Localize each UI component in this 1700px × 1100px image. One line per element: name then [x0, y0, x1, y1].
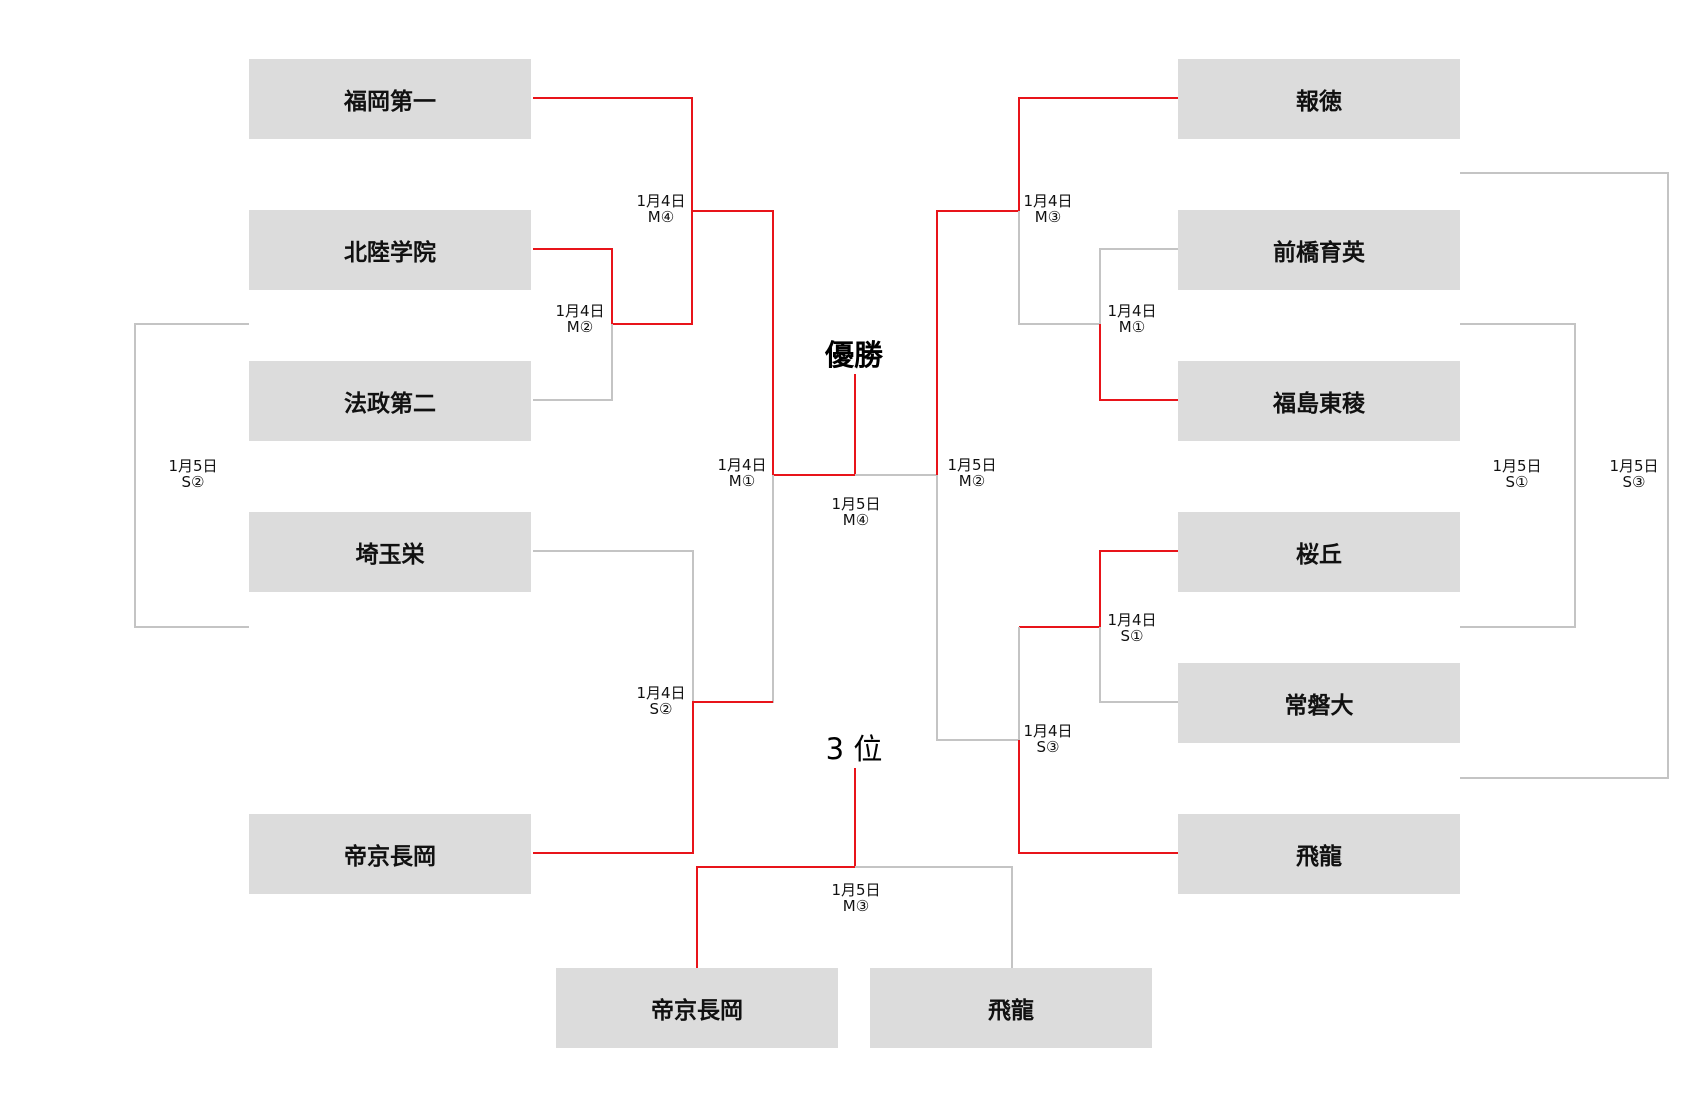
match-code: S③: [1622, 473, 1646, 491]
team-name: 前橋育英: [1273, 240, 1365, 266]
match-date: 1月4日: [1107, 302, 1157, 320]
bracket-line-winner: [533, 97, 856, 476]
match-code: M③: [1034, 208, 1062, 226]
bracket-line-loser: [936, 475, 1020, 741]
match-date: 1月5日: [168, 457, 218, 475]
team-houtoku: 報徳: [1178, 59, 1460, 139]
third-place-team-left: 帝京長岡: [556, 968, 838, 1048]
match-date: 1月5日: [1609, 457, 1659, 475]
team-maebashi-ikuei: 前橋育英: [1178, 210, 1460, 290]
team-hokuriku-gakuin: 北陸学院: [249, 210, 531, 290]
bracket-line-loser: [134, 323, 249, 628]
match-date: 1月4日: [1023, 722, 1073, 740]
match-code: S①: [1120, 627, 1144, 645]
team-sakuragaoka: 桜丘: [1178, 512, 1460, 592]
team-name: 帝京長岡: [344, 844, 436, 870]
team-name: 帝京長岡: [651, 998, 743, 1024]
match-code: S③: [1036, 738, 1060, 756]
champion-title: 優勝: [824, 338, 883, 372]
team-name: 埼玉栄: [355, 542, 425, 568]
match-code: M②: [958, 472, 986, 490]
bracket-line-loser: [1099, 627, 1178, 703]
team-fukushima-toryo: 福島東稜: [1178, 361, 1460, 441]
team-joban-dai: 常磐大: [1178, 663, 1460, 743]
match-code: S②: [649, 700, 673, 718]
bracket-line-loser: [533, 324, 613, 401]
bracket-line-winner: [936, 97, 1178, 475]
team-name: 桜丘: [1296, 542, 1342, 568]
bracket-line-loser: [855, 866, 1013, 968]
match-code: M①: [1118, 318, 1146, 336]
team-name: 北陸学院: [344, 240, 436, 266]
bracket-line-winner: [1099, 324, 1178, 401]
team-name: 常磐大: [1284, 693, 1354, 719]
bracket-line-winner: [1018, 740, 1178, 854]
team-name: 福島東稜: [1273, 391, 1365, 417]
match-code: M④: [647, 208, 675, 226]
bracket-line-loser: [1099, 248, 1178, 324]
bracket-line-loser: [1018, 211, 1100, 325]
match-date: 1月4日: [1107, 611, 1157, 629]
team-fukuoka-daiichi: 福岡第一: [249, 59, 531, 139]
match-date: 1月5日: [1492, 457, 1542, 475]
match-date: 1月4日: [717, 456, 767, 474]
team-hosei-daini: 法政第二: [249, 361, 531, 441]
match-code: M②: [566, 318, 594, 336]
match-date: 1月5日: [831, 495, 881, 513]
bracket-line-winner: [533, 701, 773, 854]
third-place-team-right: 飛龍: [870, 968, 1152, 1048]
match-code: M①: [728, 472, 756, 490]
match-date: 1月4日: [555, 302, 605, 320]
match-date: 1月5日: [947, 456, 997, 474]
bracket-line-loser: [533, 475, 774, 703]
bracket-line-loser: [1460, 323, 1576, 628]
match-code: M④: [842, 511, 870, 529]
bracket-line-winner: [1019, 550, 1178, 628]
bracket-line-winner: [696, 768, 856, 968]
match-date: 1月4日: [636, 192, 686, 210]
match-code: M③: [842, 897, 870, 915]
match-code: S②: [181, 473, 205, 491]
bracket-line-loser: [1460, 172, 1669, 779]
team-name: 飛龍: [988, 998, 1034, 1024]
match-code: S①: [1505, 473, 1529, 491]
team-saitama-sakae: 埼玉栄: [249, 512, 531, 592]
team-teikyo-nagaoka: 帝京長岡: [249, 814, 531, 894]
match-date: 1月4日: [1023, 192, 1073, 210]
team-name: 飛龍: [1296, 844, 1342, 870]
team-name: 法政第二: [344, 391, 436, 417]
team-name: 報徳: [1296, 89, 1342, 115]
team-hiryu: 飛龍: [1178, 814, 1460, 894]
match-date: 1月5日: [831, 881, 881, 899]
team-name: 福岡第一: [344, 89, 436, 115]
third-place-title: 3 位: [825, 732, 883, 766]
match-date: 1月4日: [636, 684, 686, 702]
